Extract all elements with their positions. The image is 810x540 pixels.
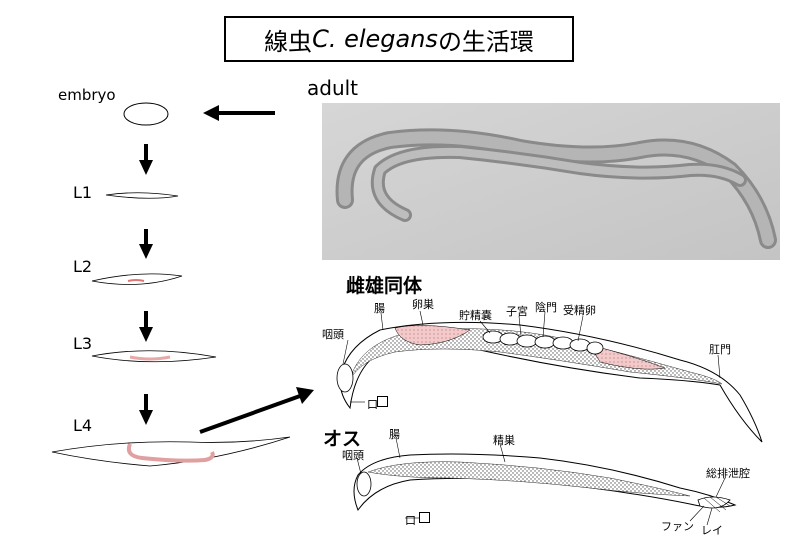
arrow-adult-to-embryo bbox=[203, 105, 275, 121]
stage-label-l1: L1 bbox=[73, 183, 93, 202]
male-label-fan: ファン bbox=[661, 520, 694, 533]
male-label-testis: 精巣 bbox=[493, 434, 515, 447]
male-label-ray: レイ bbox=[701, 524, 723, 537]
stage-label-l3: L3 bbox=[73, 334, 93, 353]
hermaphrodite-drawing bbox=[336, 310, 763, 443]
arrow-l1-to-l2 bbox=[139, 229, 153, 259]
stage-label-adult: adult bbox=[307, 76, 359, 100]
herm-label-spermatheca: 貯精嚢 bbox=[459, 309, 492, 322]
title-species: C. elegans bbox=[312, 25, 438, 53]
larva-l3 bbox=[91, 350, 217, 363]
title-prefix: 線虫 bbox=[264, 27, 313, 56]
male-label-cloaca: 総排泄腔 bbox=[706, 467, 750, 480]
male-mouth-box bbox=[419, 512, 430, 523]
hermaphrodite-heading: 雌雄同体 bbox=[346, 275, 423, 297]
arrow-l4-to-adult bbox=[199, 387, 314, 434]
herm-label-pharynx: 咽頭 bbox=[322, 328, 344, 341]
herm-label-intestine: 腸 bbox=[374, 302, 385, 315]
arrow-l2-to-l3 bbox=[139, 311, 153, 342]
stage-label-embryo: embryo bbox=[58, 86, 116, 104]
herm-label-uterus: 子宮 bbox=[506, 305, 528, 318]
herm-label-anus: 肛門 bbox=[709, 343, 731, 356]
embryo-shape bbox=[123, 102, 169, 126]
adult-worm-photo bbox=[322, 103, 780, 260]
herm-label-fertilized-egg: 受精卵 bbox=[563, 304, 596, 317]
arrow-l3-to-l4 bbox=[139, 394, 153, 425]
stage-label-l2: L2 bbox=[73, 257, 93, 276]
arrow-embryo-to-l1 bbox=[139, 144, 153, 175]
herm-label-ovary: 卵巣 bbox=[412, 298, 434, 311]
male-label-mouth: 口 bbox=[405, 514, 416, 527]
male-label-pharynx: 咽頭 bbox=[342, 449, 364, 462]
male-drawing bbox=[353, 437, 737, 526]
title-suffix: の生活環 bbox=[437, 27, 534, 56]
herm-mouth-box bbox=[377, 396, 388, 407]
male-heading: オス bbox=[323, 428, 362, 450]
male-label-intestine: 腸 bbox=[389, 428, 400, 441]
herm-label-mouth: 口 bbox=[367, 398, 378, 411]
larva-l4 bbox=[51, 436, 291, 467]
larva-l1 bbox=[105, 192, 179, 199]
stage-label-l4: L4 bbox=[73, 416, 93, 435]
herm-label-vulva: 陰門 bbox=[535, 301, 557, 314]
